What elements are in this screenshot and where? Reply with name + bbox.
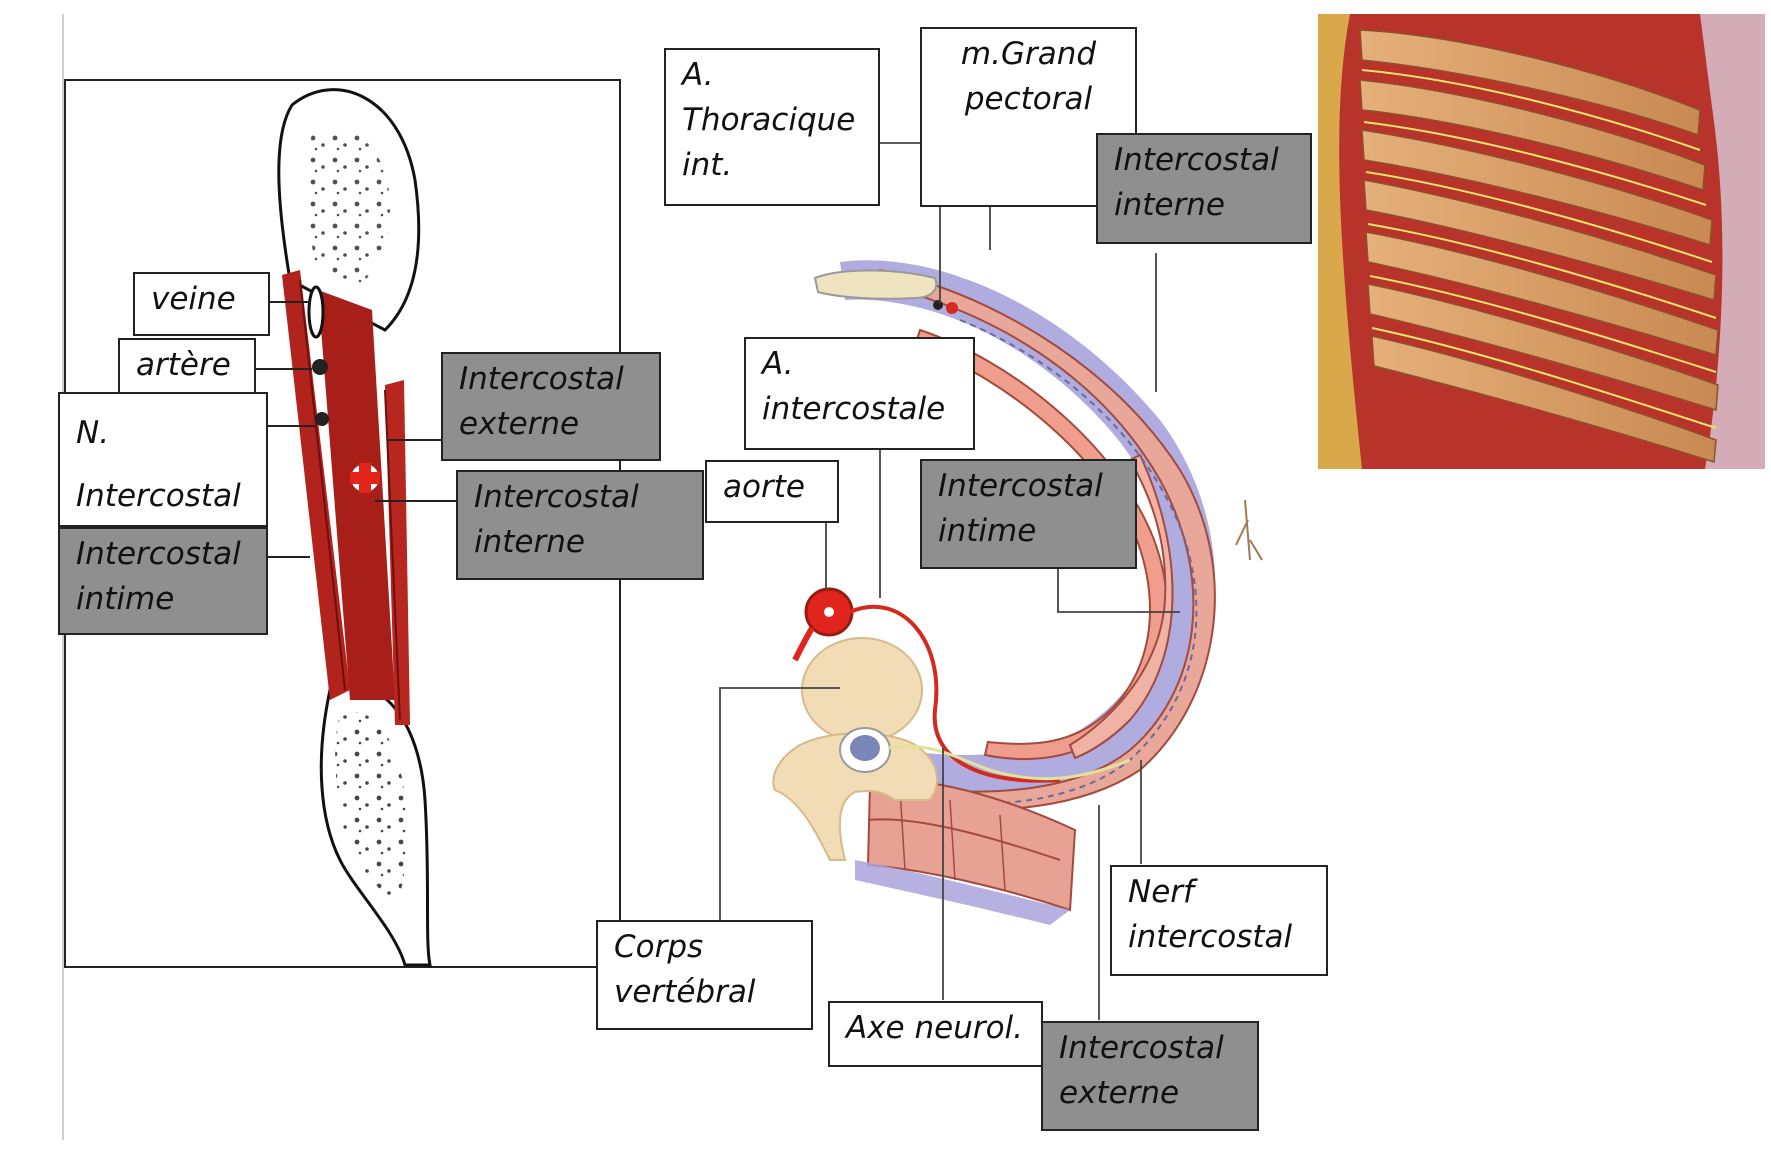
label-intime-center-line2: intime <box>938 513 1037 549</box>
label-corps-line1: Corps <box>614 929 704 965</box>
label-artere: artère <box>118 338 256 400</box>
label-intercostal-intime-left: Intercostal intime <box>58 527 268 635</box>
label-externe-left-line1: Intercostal <box>459 361 624 397</box>
artery-marker <box>312 359 328 375</box>
label-interne-left-line2: interne <box>474 524 585 560</box>
label-nerf-intercostal-center: Nerf intercostal <box>1110 865 1328 976</box>
label-thoracique-line1: A. <box>682 57 714 93</box>
label-a-intercostale-line2: intercostale <box>762 391 946 427</box>
center-leader-lines <box>719 142 1180 1020</box>
label-intime-left-line1: Intercostal <box>76 536 241 572</box>
label-corps-line2: vertébral <box>614 974 756 1010</box>
label-interne-center-line2: interne <box>1114 187 1225 223</box>
upper-rib-bone <box>277 88 421 332</box>
label-intercostal-intime-center: Intercostal intime <box>920 459 1137 569</box>
label-intercostal-externe-left: Intercostal externe <box>441 352 661 461</box>
label-veine-text: veine <box>151 281 236 317</box>
label-aorte-text: aorte <box>723 469 805 505</box>
label-axe-neurol: Axe neurol. <box>828 1001 1043 1067</box>
label-aorte: aorte <box>705 460 839 523</box>
label-pectoral-line1: m.Grand <box>960 36 1097 72</box>
label-nerf-center-line2: intercostal <box>1128 919 1293 955</box>
label-artere-text: artère <box>136 347 231 383</box>
label-intercostal-interne-center: Intercostal interne <box>1096 133 1312 244</box>
ribcage-illustration-icon <box>1318 14 1765 469</box>
label-intime-center-line1: Intercostal <box>938 468 1103 504</box>
label-nerf-line2: Intercostal <box>76 478 241 514</box>
nerve-marker <box>315 412 329 426</box>
label-thoracique-line2: Thoracique <box>682 102 856 138</box>
label-pectoral-line2: pectoral <box>964 81 1093 117</box>
label-thoracique-int: A. Thoracique int. <box>664 48 880 206</box>
label-corps-vertebral: Corps vertébral <box>596 920 813 1030</box>
label-nerf-line1: N. <box>76 415 110 451</box>
label-intime-left-line2: intime <box>76 581 175 617</box>
vein-marker <box>307 285 325 339</box>
label-externe-center-line2: externe <box>1059 1075 1180 1111</box>
label-intercostal-externe-center: Intercostal externe <box>1041 1021 1259 1131</box>
intercostal-muscle-bands <box>282 270 410 725</box>
left-leader-lines <box>255 301 456 558</box>
label-thoracique-line3: int. <box>682 147 733 183</box>
label-axe-neurol-text: Axe neurol. <box>846 1010 1024 1046</box>
label-externe-left-line2: externe <box>459 406 580 442</box>
center-red-marker <box>350 463 380 493</box>
label-a-intercostale: A. intercostale <box>744 337 975 450</box>
label-interne-left-line1: Intercostal <box>474 479 639 515</box>
label-intercostal-interne-left: Intercostal interne <box>456 470 704 580</box>
label-a-intercostale-line1: A. <box>762 346 794 382</box>
lower-rib-bone <box>319 684 432 967</box>
label-veine: veine <box>133 272 270 336</box>
label-nerf-center-line1: Nerf <box>1128 874 1194 910</box>
label-interne-center-line1: Intercostal <box>1114 142 1279 178</box>
label-nerf-intercostal: N. Intercostal <box>58 392 268 527</box>
label-externe-center-line1: Intercostal <box>1059 1030 1224 1066</box>
